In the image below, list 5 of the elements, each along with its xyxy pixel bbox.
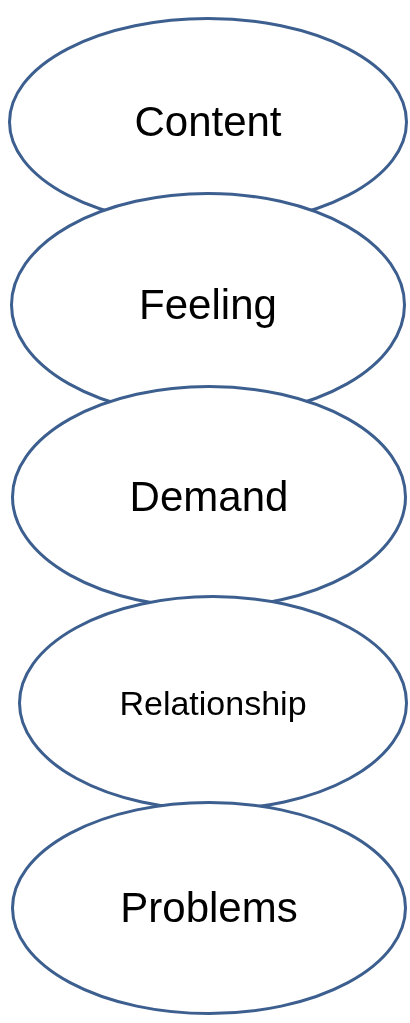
node-label: Demand [129, 473, 289, 521]
node-label: Problems [120, 884, 298, 932]
node-label: Feeling [139, 281, 277, 329]
node-label: Content [134, 98, 282, 146]
node-label: Relationship [119, 683, 307, 723]
